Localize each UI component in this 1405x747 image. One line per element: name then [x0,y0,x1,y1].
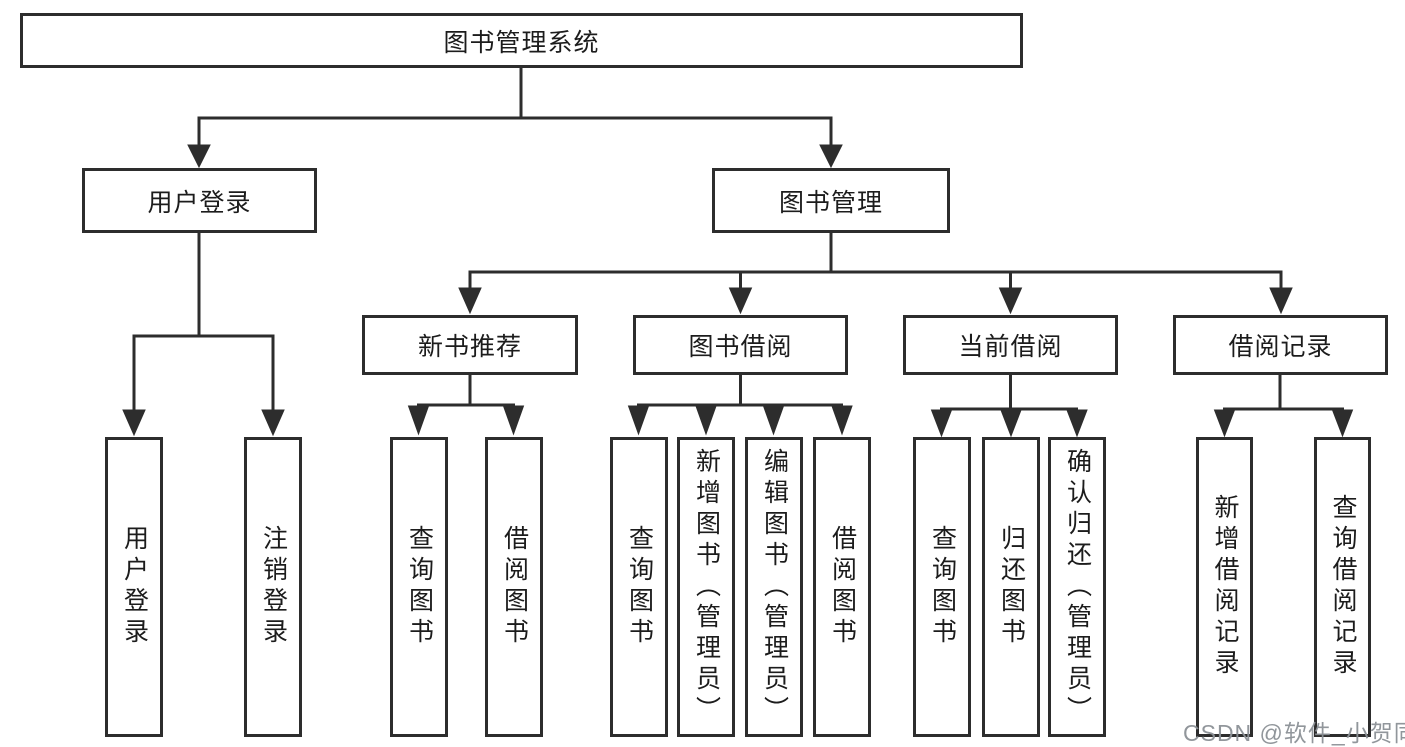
node-new-book-recommend-label: 新书推荐 [417,333,522,361]
leaf-add-borrow-record-label: 新增借阅记录 [1211,494,1239,680]
node-current-borrow-label: 当前借阅 [958,333,1063,361]
leaf-return-book: 归还图书 [982,437,1040,737]
node-root-label: 图书管理系统 [443,28,600,57]
leaf-query-books-recommend: 查询图书 [390,437,448,737]
leaf-query-borrow-record: 查询借阅记录 [1314,437,1371,737]
leaf-query-books-borrow-label: 查询图书 [625,525,654,649]
leaf-add-book-admin: 新增图书（管理员） [677,437,735,737]
leaf-query-books-recommend-label: 查询图书 [405,525,434,649]
leaf-borrow-book: 借阅图书 [813,437,871,737]
leaf-logout: 注销登录 [244,437,302,737]
node-book-borrow-label: 图书借阅 [688,333,793,361]
leaf-add-book-admin-label: 新增图书（管理员） [692,447,721,727]
leaf-confirm-return-admin-label: 确认归还（管理员） [1063,447,1092,727]
csdn-watermark: CSDN @软件_小贺同学 [1183,720,1405,746]
leaf-confirm-return-admin: 确认归还（管理员） [1048,437,1106,737]
node-current-borrow: 当前借阅 [903,315,1118,375]
leaf-borrow-book-label: 借阅图书 [828,525,857,649]
leaf-query-books-current-label: 查询图书 [928,525,957,649]
leaf-query-books-current: 查询图书 [913,437,971,737]
leaf-add-borrow-record: 新增借阅记录 [1196,437,1253,737]
leaf-query-borrow-record-label: 查询借阅记录 [1329,494,1357,680]
node-new-book-recommend: 新书推荐 [362,315,578,375]
leaf-edit-book-admin-label: 编辑图书（管理员） [760,447,789,727]
leaf-user-login: 用户登录 [105,437,163,737]
node-book-management: 图书管理 [712,168,950,233]
leaf-edit-book-admin: 编辑图书（管理员） [745,437,803,737]
node-book-borrow: 图书借阅 [633,315,848,375]
node-borrow-records: 借阅记录 [1173,315,1388,375]
leaf-user-login-label: 用户登录 [120,525,149,649]
node-borrow-records-label: 借阅记录 [1228,333,1333,361]
node-user-login-label: 用户登录 [147,188,252,217]
node-user-login: 用户登录 [82,168,317,233]
node-root: 图书管理系统 [20,13,1023,68]
leaf-borrow-books-recommend-label: 借阅图书 [500,525,529,649]
leaf-return-book-label: 归还图书 [997,525,1026,649]
leaf-borrow-books-recommend: 借阅图书 [485,437,543,737]
leaf-logout-label: 注销登录 [259,525,288,649]
node-book-management-label: 图书管理 [778,188,883,217]
leaf-query-books-borrow: 查询图书 [610,437,668,737]
